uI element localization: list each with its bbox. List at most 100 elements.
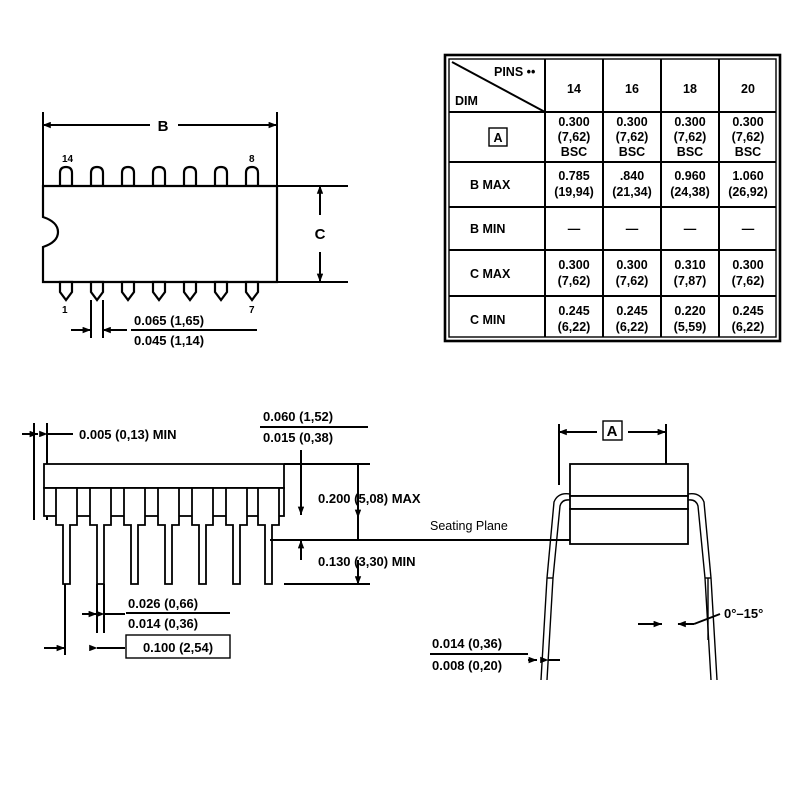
- dimension-pin-width: 0.065 (1,65) 0.045 (1,14): [71, 300, 257, 348]
- end-view-group: A 0°–15: [430, 420, 763, 681]
- table-col-header-0: 14: [567, 82, 581, 96]
- pin-width-upper-value: 0.065 (1,65): [134, 313, 204, 328]
- table-row: B MIN — — — —: [470, 222, 755, 236]
- table-row: C MIN 0.245 (6,22) 0.245 (6,22) 0.220 (5…: [470, 304, 764, 334]
- dimension-c: C: [277, 185, 348, 283]
- lead-width-upper-value: 0.026 (0,66): [128, 596, 198, 611]
- table-cell: (7,62): [732, 274, 765, 288]
- table-cell: —: [626, 222, 639, 236]
- table-row-label-b-min: B MIN: [470, 222, 505, 236]
- standoff-min-value: 0.005 (0,13) MIN: [79, 427, 177, 442]
- table-cell: (5,59): [674, 320, 707, 334]
- table-cell: (6,22): [558, 320, 591, 334]
- seating-plane: Seating Plane: [270, 519, 600, 541]
- table-cell: (7,62): [558, 274, 591, 288]
- table-cell: 0.245: [732, 304, 763, 318]
- table-row: B MAX 0.785 (19,94) .840 (21,34) 0.960 (…: [470, 169, 768, 199]
- table-row: A 0.300 (7,62) BSC 0.300 (7,62) BSC 0.30…: [488, 115, 765, 159]
- top-view-group: B 14 8: [41, 112, 348, 348]
- table-cell: BSC: [561, 145, 587, 159]
- table-cell: 0.300: [674, 115, 705, 129]
- lead-thickness-lower-value: 0.008 (0,20): [432, 658, 502, 673]
- package-body-end-upper: [569, 463, 689, 497]
- table-cell: (7,62): [558, 130, 591, 144]
- table-cell: (21,34): [612, 185, 652, 199]
- table-row-label-c-min: C MIN: [470, 313, 505, 327]
- dimension-c-label: C: [315, 226, 326, 243]
- table-cell: 0.300: [616, 115, 647, 129]
- dimension-lead-width: 0.026 (0,66) 0.014 (0,36): [82, 584, 230, 633]
- table-cell: 0.220: [674, 304, 705, 318]
- table-cell: (6,22): [616, 320, 649, 334]
- table-col-header-3: 20: [741, 82, 755, 96]
- annotation-lead-angle: 0°–15°: [638, 578, 763, 640]
- dimension-table-group: PINS •• DIM 14 16 18 20 A 0.300 (7,62) B…: [443, 53, 782, 343]
- dimension-a-label: A: [607, 423, 618, 440]
- table-cell: (6,22): [732, 320, 765, 334]
- table-cell: (7,62): [616, 274, 649, 288]
- height-max-value: 0.200 (5,08) MAX: [318, 491, 421, 506]
- table-corner-dim-label: DIM: [455, 94, 478, 108]
- end-view-lead-right: [687, 492, 718, 681]
- lead-length-min-value: 0.130 (3,30) MIN: [318, 554, 416, 569]
- table-cell: 0.310: [674, 258, 705, 272]
- table-cell: 0.245: [616, 304, 647, 318]
- package-body-end-lower: [569, 508, 689, 545]
- dimension-lead-length: 0.130 (3,30) MIN: [284, 539, 416, 585]
- table-cell: 0.245: [558, 304, 589, 318]
- table-cell: (7,62): [616, 130, 649, 144]
- pin-label-7: 7: [249, 305, 255, 316]
- table-cell: —: [742, 222, 755, 236]
- table-cell: 0.960: [674, 169, 705, 183]
- table-cell: 0.300: [616, 258, 647, 272]
- table-row-label-b-max: B MAX: [470, 178, 511, 192]
- table-cell: BSC: [735, 145, 761, 159]
- table-row: C MAX 0.300 (7,62) 0.300 (7,62) 0.310 (7…: [470, 258, 764, 288]
- table-cell: (7,62): [732, 130, 765, 144]
- lead-angle-value: 0°–15°: [724, 606, 763, 621]
- table-row-label-c-max: C MAX: [470, 267, 511, 281]
- table-cell: (24,38): [670, 185, 710, 199]
- table-cell: 0.300: [558, 258, 589, 272]
- end-view-lead-left: [540, 492, 571, 681]
- dimension-lead-thickness: 0.014 (0,36) 0.008 (0,20): [430, 636, 560, 673]
- table-cell: (26,92): [728, 185, 768, 199]
- table-cell: 0.300: [732, 258, 763, 272]
- pin-label-1: 1: [62, 305, 68, 316]
- table-col-header-2: 18: [683, 82, 697, 96]
- top-view-pins-upper: [58, 165, 260, 188]
- table-cell: (7,62): [674, 130, 707, 144]
- table-cell: 0.785: [558, 169, 589, 183]
- lead-width-lower-value: 0.014 (0,36): [128, 616, 198, 631]
- table-cell: BSC: [619, 145, 645, 159]
- shoulder-upper-value: 0.060 (1,52): [263, 409, 333, 424]
- side-view-group: 0.005 (0,13) MIN 0.060 (1,52) 0.015 (0,3…: [22, 409, 600, 659]
- table-cell: —: [568, 222, 581, 236]
- package-body-top-view: [41, 184, 279, 284]
- table-cell: .840: [620, 169, 644, 183]
- table-cell: 0.300: [558, 115, 589, 129]
- table-corner-pins-label: PINS ••: [494, 65, 535, 79]
- table-cell: (7,87): [674, 274, 707, 288]
- table-row-label-a: A: [493, 131, 502, 145]
- lead-thickness-upper-value: 0.014 (0,36): [432, 636, 502, 651]
- side-view-leads: [55, 487, 280, 585]
- table-cell: —: [684, 222, 697, 236]
- pin-label-14: 14: [62, 154, 74, 165]
- top-view-pins-lower: [58, 280, 260, 302]
- table-col-header-1: 16: [625, 82, 639, 96]
- pin-label-8: 8: [249, 154, 255, 165]
- dimension-b-label: B: [158, 118, 169, 135]
- seating-plane-label: Seating Plane: [430, 519, 508, 533]
- table-cell: (19,94): [554, 185, 594, 199]
- table-cell: 0.300: [732, 115, 763, 129]
- dimension-shoulder: 0.060 (1,52) 0.015 (0,38): [260, 409, 368, 516]
- dimension-height-max: 0.200 (5,08) MAX: [284, 463, 421, 540]
- package-body-end-middle: [569, 495, 689, 510]
- package-body-side-upper: [43, 463, 285, 489]
- lead-pitch-value: 0.100 (2,54): [143, 640, 213, 655]
- table-cell: 1.060: [732, 169, 763, 183]
- pin-width-lower-value: 0.045 (1,14): [134, 333, 204, 348]
